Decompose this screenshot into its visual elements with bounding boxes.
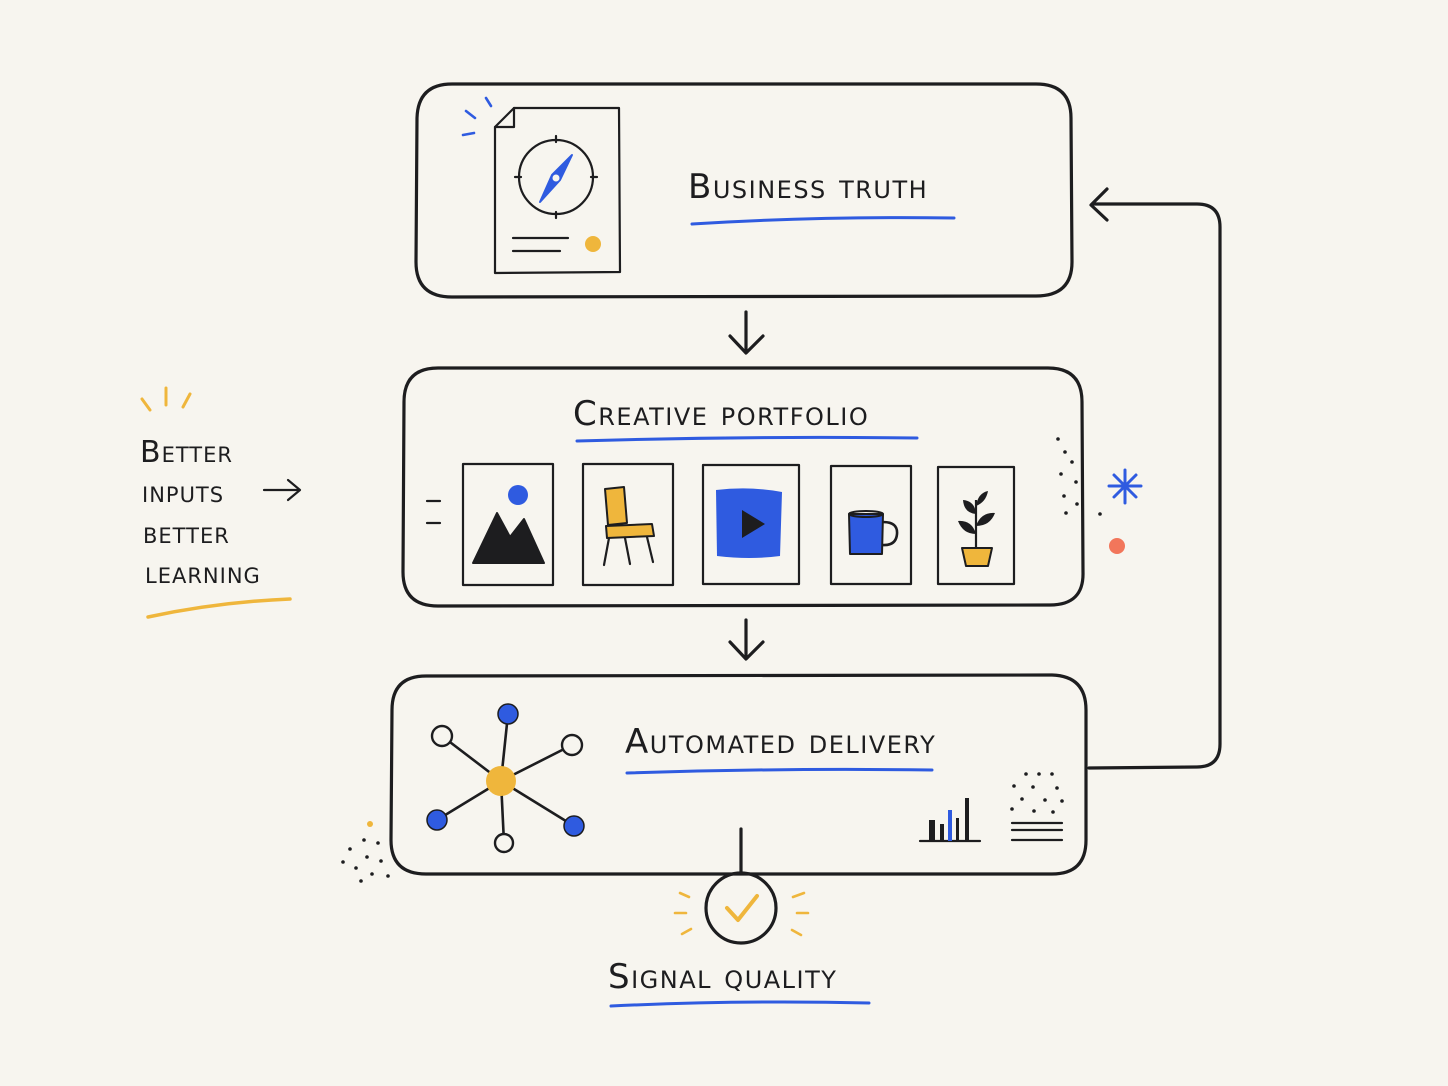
accent-dot: [1109, 538, 1125, 554]
text-lines-icon: [1010, 772, 1064, 842]
stage-creative-portfolio: Creative portfolio: [401, 366, 1085, 608]
mug-icon: [829, 464, 913, 586]
chair-icon: [581, 462, 675, 587]
stage-label: Business truth: [688, 167, 928, 207]
stage-automated-delivery: Automated delivery: [389, 673, 1088, 876]
arrow-right-icon: [262, 478, 302, 502]
network-hub-icon: [426, 703, 585, 854]
bar-chart-icon: [918, 798, 982, 843]
side-note-line: inputs: [142, 475, 224, 510]
arrow-down: [728, 618, 765, 661]
stage-box: [401, 366, 1085, 608]
plant-icon: [936, 465, 1016, 586]
decorative-dots: [341, 821, 390, 883]
check-circle-icon: [673, 871, 810, 945]
stage-label: Automated delivery: [625, 722, 936, 762]
decorative-dots: [1056, 437, 1102, 516]
left-dash-marks: [425, 499, 442, 525]
image-icon: [461, 462, 555, 587]
signal-quality: Signal quality: [608, 827, 871, 1008]
stage-label: Creative portfolio: [573, 394, 869, 434]
sparkle-icon: [1107, 468, 1143, 505]
arrow-down: [728, 310, 765, 355]
stage-box: [414, 82, 1074, 299]
video-play-icon: [701, 463, 801, 586]
stage-business-truth: Business truth: [414, 82, 1074, 299]
feedback-loop-arrow: [1087, 187, 1222, 770]
side-note: Better inputs better learning: [140, 386, 302, 619]
stage-box: [389, 673, 1088, 876]
side-note-line: learning: [145, 556, 261, 591]
output-label: Signal quality: [608, 957, 837, 997]
side-note-line: Better: [140, 435, 233, 470]
compass-document-icon: [461, 96, 622, 275]
side-note-line: better: [143, 516, 230, 551]
